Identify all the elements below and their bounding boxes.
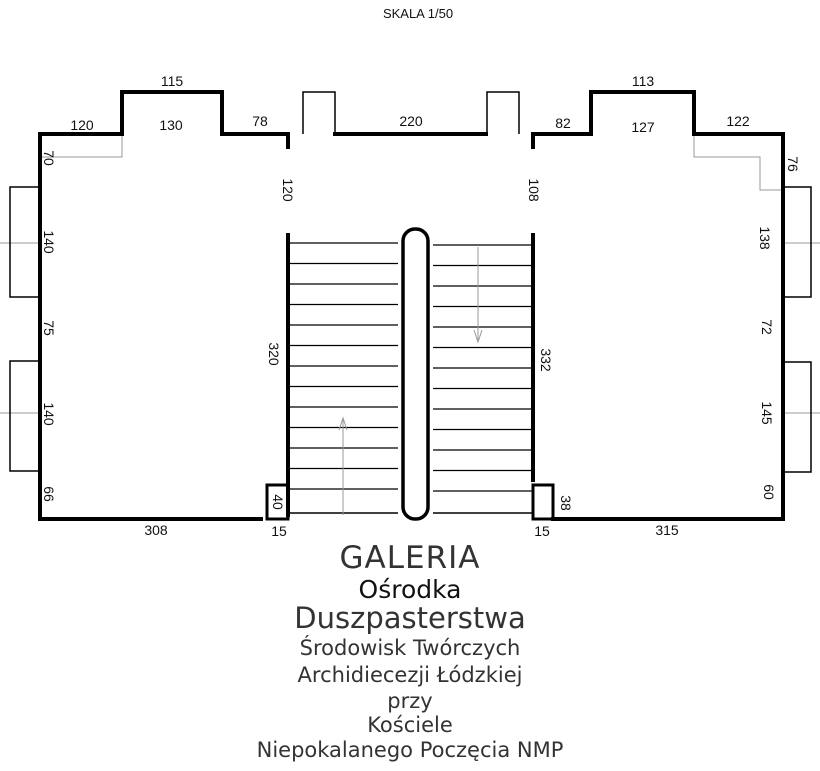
title-line-2: Ośrodka: [358, 575, 462, 604]
title-line-5: Archidiecezji Łódzkiej: [297, 663, 523, 687]
title-line-6: przy: [387, 689, 433, 713]
stair-steps-right: [433, 244, 533, 492]
dim-left-bay-inner: 130: [159, 117, 183, 133]
dim-wall-82: 82: [555, 115, 571, 131]
dim-bottom-left: 308: [144, 522, 168, 538]
title-line-8: Niepokalanego Poczęcia NMP: [256, 738, 564, 762]
dim-right-partition: 108: [526, 178, 542, 202]
title-line-7: Kościele: [367, 713, 453, 737]
dim-top-right-wall: 122: [726, 113, 750, 129]
dim-right-76: 76: [785, 156, 801, 172]
dim-pillar-left: 40: [270, 494, 286, 510]
top-chimneys: [302, 91, 520, 134]
dim-bottom-left-15: 15: [271, 523, 287, 539]
guide-lines: [0, 134, 820, 414]
dim-stair-right: 332: [538, 348, 554, 372]
dim-right-72: 72: [759, 319, 775, 335]
dim-bottom-right-15: 15: [534, 523, 550, 539]
dim-wall-78: 78: [252, 113, 268, 129]
outer-walls: [38, 90, 785, 521]
title-line-1: GALERIA: [339, 540, 481, 576]
dim-left-70: 70: [41, 150, 57, 166]
dim-bottom-right: 315: [655, 522, 679, 538]
floor-plan: SKALA 1/50: [0, 6, 820, 539]
scale-label: SKALA 1/50: [383, 6, 453, 21]
dim-left-window-2: 140: [41, 402, 57, 426]
dim-right-60: 60: [761, 484, 777, 500]
staircase: [265, 227, 555, 521]
dim-top-left-wall: 120: [70, 117, 94, 133]
dim-left-66: 66: [41, 486, 57, 502]
dimension-labels: 120 115 130 78 220 82 113 127 122 70 140…: [41, 73, 801, 539]
dim-right-bay-inner: 127: [631, 119, 655, 135]
dim-left-75: 75: [41, 320, 57, 336]
dim-right-bay-outer: 113: [632, 73, 655, 89]
windows: [9, 186, 812, 473]
dim-left-window-1: 140: [41, 230, 57, 254]
dim-right-window-1: 138: [757, 226, 773, 250]
dim-pillar-right: 38: [558, 495, 574, 511]
title-line-4: Środowisk Twórczych: [299, 636, 521, 660]
title-line-3: Duszpasterstwa: [294, 601, 526, 635]
dim-left-partition: 120: [280, 178, 296, 202]
dim-right-window-2: 145: [759, 401, 775, 425]
dim-stair-left: 320: [266, 342, 282, 366]
dim-center-wall: 220: [399, 113, 423, 129]
dim-left-bay-outer: 115: [161, 73, 184, 89]
